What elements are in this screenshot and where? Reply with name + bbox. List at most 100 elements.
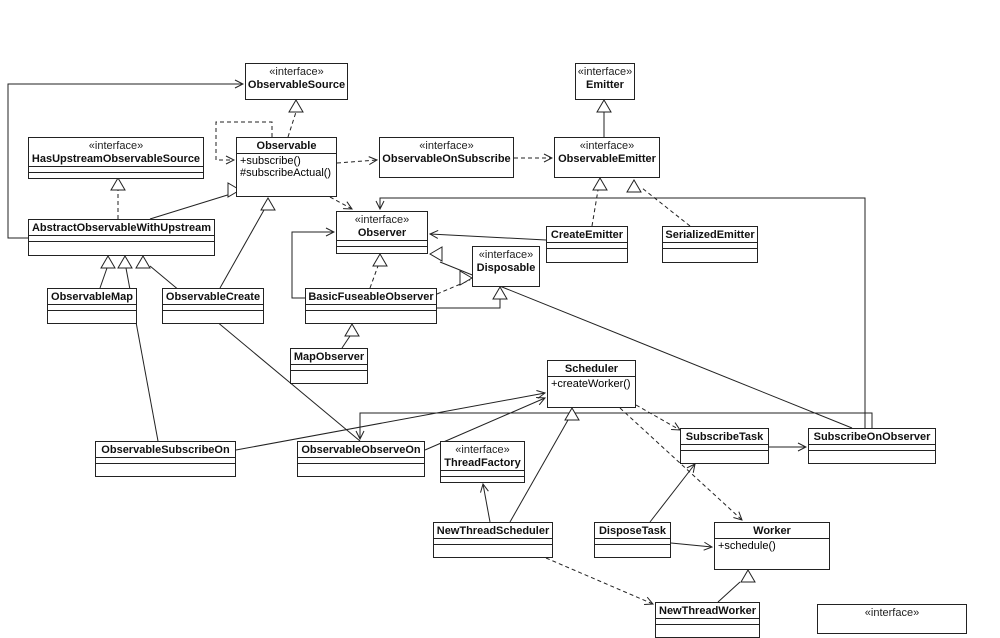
class-box-observable-create[interactable]: ObservableCreate	[162, 288, 264, 324]
empty-compartment	[29, 166, 203, 172]
class-name: ObservableCreate	[165, 291, 261, 303]
method-signature: +schedule()	[718, 540, 776, 552]
class-name: Scheduler	[564, 363, 619, 375]
generalization-arrowhead	[135, 255, 151, 269]
class-box-has-upstream-observable-source[interactable]: «interface»HasUpstreamObservableSource	[28, 137, 204, 179]
class-box-subscribe-on-observer[interactable]: SubscribeOnObserver	[808, 428, 936, 464]
class-box-observable-map[interactable]: ObservableMap	[47, 288, 137, 324]
class-header: NewThreadWorker	[656, 603, 759, 618]
generalization-arrowhead	[100, 255, 116, 269]
relationship-line	[641, 187, 691, 227]
class-header: SubscribeOnObserver	[809, 429, 935, 444]
class-box-observable[interactable]: Observable+subscribe()#subscribeActual()	[236, 137, 337, 197]
class-name: Disposable	[476, 262, 536, 274]
class-name: BasicFuseableObserver	[308, 291, 434, 303]
empty-compartment	[306, 304, 436, 310]
empty-compartment	[96, 457, 235, 463]
class-header: ObservableCreate	[163, 289, 263, 304]
generalization-arrowhead	[596, 99, 612, 113]
class-box-abstract-observable-with-upstream[interactable]: AbstractObservableWithUpstream	[28, 219, 215, 256]
class-box-observable-source[interactable]: «interface»ObservableSource	[245, 63, 348, 100]
relationship-line	[591, 189, 599, 227]
class-box-observer[interactable]: «interface»Observer	[336, 211, 428, 254]
class-box-subscribe-task[interactable]: SubscribeTask	[680, 428, 769, 464]
class-box-scheduler[interactable]: Scheduler +createWorker()	[547, 360, 636, 408]
empty-compartment	[547, 248, 627, 254]
relationship-line	[483, 484, 491, 523]
empty-compartment	[291, 364, 367, 370]
class-header: Scheduler	[548, 361, 635, 376]
class-box-new-thread-scheduler[interactable]: NewThreadScheduler	[433, 522, 553, 558]
class-name: MapObserver	[293, 351, 365, 363]
class-box-observable-subscribe-on[interactable]: ObservableSubscribeOn	[95, 441, 236, 477]
method-compartment: +schedule()	[715, 538, 829, 553]
class-box-observable-on-subscribe[interactable]: «interface»ObservableOnSubscribe	[379, 137, 514, 178]
class-header: DisposeTask	[595, 523, 670, 538]
relationship-line	[7, 84, 243, 239]
relationship-line	[291, 232, 334, 299]
class-header: SerializedEmitter	[663, 227, 757, 242]
generalization-arrowhead	[288, 99, 304, 113]
relationship-line	[287, 111, 297, 138]
generalization-arrowhead	[626, 179, 642, 193]
empty-compartment	[656, 618, 759, 624]
class-header: «interface»ObservableOnSubscribe	[380, 138, 513, 166]
method-signature: #subscribeActual()	[240, 167, 332, 179]
interface-stereotype: «interface»	[577, 66, 633, 78]
relationship-line	[649, 464, 695, 523]
class-box-map-observer[interactable]: MapObserver	[290, 348, 368, 384]
method-signature: +subscribe()	[240, 155, 301, 167]
class-box-dispose-task[interactable]: DisposeTask	[594, 522, 671, 558]
method-compartment: +createWorker()	[548, 376, 635, 391]
generalization-arrowhead	[564, 407, 580, 421]
relationship-line	[219, 209, 265, 289]
empty-compartment	[29, 241, 214, 247]
class-box-worker[interactable]: Worker +schedule()	[714, 522, 830, 570]
empty-compartment	[48, 310, 136, 316]
class-header: ObservableObserveOn	[298, 442, 424, 457]
empty-compartment	[291, 370, 367, 376]
class-box-emitter[interactable]: «interface»Emitter	[575, 63, 635, 100]
class-header: SubscribeTask	[681, 429, 768, 444]
relationship-line	[717, 581, 741, 603]
class-box-observable-observe-on[interactable]: ObservableObserveOn	[297, 441, 425, 477]
relationship-line	[149, 192, 235, 220]
method-compartment: +subscribe()#subscribeActual()	[237, 153, 336, 180]
empty-compartment	[29, 172, 203, 178]
empty-compartment	[434, 544, 552, 550]
interface-stereotype: «interface»	[579, 140, 635, 152]
class-header: MapObserver	[291, 349, 367, 364]
class-box-partial-interface[interactable]: «interface»	[817, 604, 967, 634]
class-header: «interface»ThreadFactory	[441, 442, 524, 470]
method-signature: +createWorker()	[551, 378, 631, 390]
empty-compartment	[547, 242, 627, 248]
empty-compartment	[337, 246, 427, 252]
generalization-arrowhead	[344, 323, 360, 337]
relationship-line	[439, 261, 853, 429]
relationship-line	[336, 160, 377, 163]
relationship-line	[235, 393, 545, 451]
class-box-create-emitter[interactable]: CreateEmitter	[546, 226, 628, 263]
class-box-disposable[interactable]: «interface»Disposable	[472, 246, 540, 287]
interface-stereotype: «interface»	[478, 249, 534, 261]
empty-compartment	[298, 457, 424, 463]
class-box-observable-emitter[interactable]: «interface»ObservableEmitter	[554, 137, 660, 178]
class-name: SerializedEmitter	[665, 229, 755, 241]
class-name: NewThreadScheduler	[436, 525, 550, 537]
class-name: ObservableSubscribeOn	[101, 444, 230, 456]
class-name: NewThreadWorker	[659, 605, 756, 617]
class-box-new-thread-worker[interactable]: NewThreadWorker	[655, 602, 760, 638]
class-box-serialized-emitter[interactable]: SerializedEmitter	[662, 226, 758, 263]
empty-compartment	[96, 463, 235, 469]
generalization-arrowhead	[110, 177, 126, 191]
class-header: «interface»	[818, 605, 966, 620]
class-header: «interface»HasUpstreamObservableSource	[29, 138, 203, 166]
relationship-line	[509, 419, 569, 523]
class-name: ThreadFactory	[444, 457, 521, 469]
class-box-basic-fuseable-observer[interactable]: BasicFuseableObserver	[305, 288, 437, 324]
class-box-thread-factory[interactable]: «interface»ThreadFactory	[440, 441, 525, 483]
empty-compartment	[595, 538, 670, 544]
empty-compartment	[163, 310, 263, 316]
class-name: Worker	[753, 525, 791, 537]
class-name: ObservableObserveOn	[301, 444, 421, 456]
